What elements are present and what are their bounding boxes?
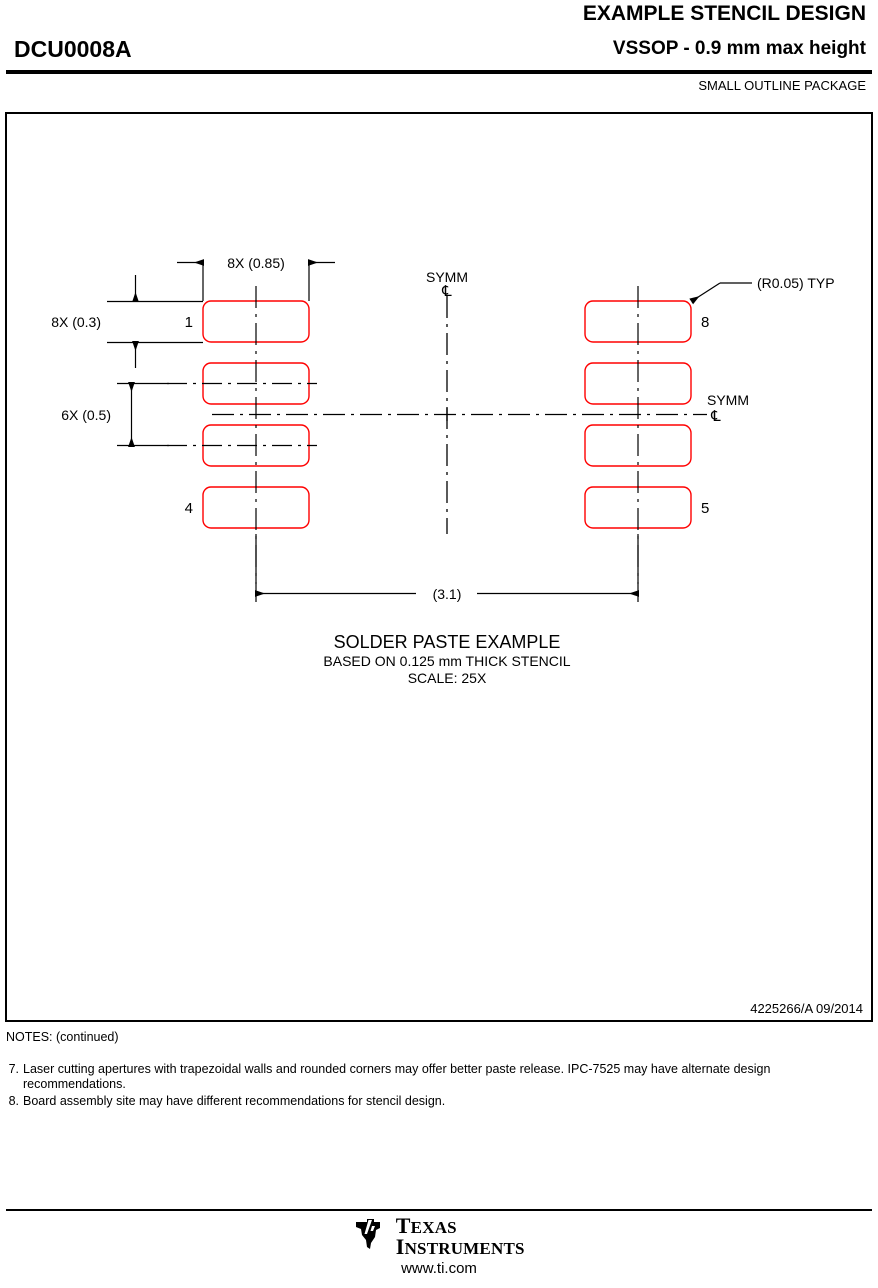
dim-span [255, 534, 639, 602]
page-footer: TEXAS INSTRUMENTS www.ti.com [0, 1213, 878, 1277]
document-number-label: 4225266/A 09/2014 [750, 1001, 863, 1016]
header-divider [6, 70, 872, 74]
dim-corner-radius-label: (R0.05) TYP [757, 275, 835, 291]
ti-logo: TEXAS INSTRUMENTS [353, 1213, 525, 1259]
ti-wordmark: TEXAS INSTRUMENTS [395, 1213, 525, 1259]
dim-pitch-label: 6X (0.5) [61, 407, 111, 423]
symm-symbol-horizontal: ℄ [710, 407, 721, 425]
symm-label-vertical: SYMM [426, 269, 468, 285]
caption-stencil-thickness: BASED ON 0.125 mm THICK STENCIL [323, 653, 570, 669]
note-item: 8. Board assembly site may have differen… [6, 1094, 872, 1110]
package-height-label: VSSOP - 0.9 mm max height [612, 38, 866, 59]
dim-aperture-height [107, 275, 203, 368]
leader-corner-radius [689, 282, 752, 305]
note-item: 7. Laser cutting apertures with trapezoi… [6, 1062, 872, 1093]
package-subtitle-label: SMALL OUTLINE PACKAGE [698, 78, 866, 93]
note-text: Laser cutting apertures with trapezoidal… [23, 1061, 771, 1092]
dim-aperture-width-label: 8X (0.85) [227, 255, 285, 271]
caption-title: SOLDER PASTE EXAMPLE [334, 632, 561, 652]
symm-label-horizontal: SYMM [707, 392, 749, 408]
part-number-label: DCU0008A [14, 36, 132, 62]
note-number: 7. [8, 1061, 19, 1076]
pin-label-5: 5 [701, 500, 709, 517]
drawing-frame: SYMM ℄ SYMM ℄ 8X (0.85) 8X (0.3) [5, 112, 873, 1022]
ti-website-url: www.ti.com [401, 1259, 477, 1277]
dim-aperture-height-label: 8X (0.3) [51, 314, 101, 330]
page-title: EXAMPLE STENCIL DESIGN [582, 2, 866, 25]
pin-label-4: 4 [185, 500, 193, 517]
page-header: EXAMPLE STENCIL DESIGN DCU0008A VSSOP - … [0, 0, 878, 100]
ti-wordmark-line1: TEXAS [395, 1213, 457, 1238]
dim-pitch [117, 382, 169, 447]
symm-symbol-vertical: ℄ [441, 282, 452, 300]
notes-heading: NOTES: (continued) [6, 1030, 119, 1044]
dim-aperture-width [177, 259, 335, 301]
ti-wordmark-line2: INSTRUMENTS [395, 1233, 525, 1259]
stencil-drawing: SYMM ℄ SYMM ℄ 8X (0.85) 8X (0.3) [51, 255, 835, 686]
pin-label-8: 8 [701, 314, 709, 331]
note-text: Board assembly site may have different r… [23, 1093, 446, 1108]
texas-map-icon [353, 1217, 387, 1256]
caption-scale: SCALE: 25X [408, 670, 487, 686]
notes-section: NOTES: (continued) 7. Laser cutting aper… [6, 1030, 872, 1111]
pin-label-1: 1 [185, 314, 193, 331]
note-number: 8. [8, 1093, 19, 1108]
dim-span-label: (3.1) [433, 586, 462, 602]
footer-divider [6, 1209, 872, 1211]
